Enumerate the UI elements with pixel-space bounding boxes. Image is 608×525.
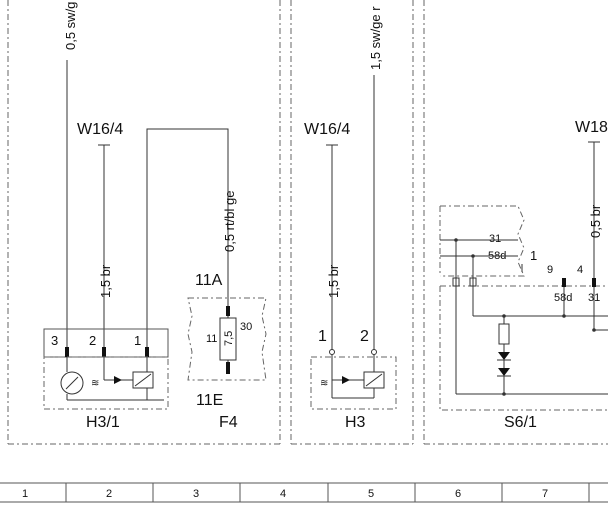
section-borders <box>7 0 608 445</box>
s61-terminal-1: 1 <box>530 248 537 263</box>
led-icon-1 <box>498 352 510 360</box>
f4-terminal-bottom: 11E <box>196 392 223 409</box>
wire-label-br-h31: 1,5 br <box>98 264 113 298</box>
wire-label-top-left: 0,5 sw/g <box>63 2 78 50</box>
relay-coil-icon <box>132 371 154 389</box>
s61-terminal-4: 4 <box>577 264 583 276</box>
f4-terminal-top: 11A <box>195 272 223 289</box>
component-label-s61: S6/1 <box>504 414 537 431</box>
h3-section: W16/4 1,5 br 1,5 sw/ge r 1 2 ≋ H3 <box>304 6 397 431</box>
wire-label-rtbl-f4: 0,5 rt/bl ge <box>222 191 237 252</box>
h31-pin-3: 3 <box>51 333 58 348</box>
ruler-cell-7: 7 <box>542 488 548 500</box>
ruler-cell-2: 2 <box>106 488 112 500</box>
motor-icon <box>60 371 84 395</box>
bottom-ruler: 1 2 3 4 5 6 7 <box>0 482 608 503</box>
pressure-icon-h3: ≋ <box>320 378 328 389</box>
component-label-h3: H3 <box>345 414 366 431</box>
s61-terminal-9: 9 <box>547 264 553 276</box>
ground-label-w16-mid: W16/4 <box>304 121 350 138</box>
f4-section: 0,5 rt/bl ge 11A 11 7,5 30 11E F4 <box>187 157 267 431</box>
ruler-cell-1: 1 <box>22 488 28 500</box>
wire-label-br-h3: 1,5 br <box>326 264 341 298</box>
ruler-cell-6: 6 <box>455 488 461 500</box>
s61-terminal-31: 31 <box>489 233 501 245</box>
f4-fuse-value: 7,5 <box>223 331 235 346</box>
resistor-icon <box>498 323 510 345</box>
led-icon-2 <box>498 368 510 376</box>
s61-section: W18 0,5 br 31 58d 1 9 4 58d 31 <box>439 119 608 431</box>
h3-pin-2: 2 <box>360 328 369 345</box>
ruler-cell-5: 5 <box>368 488 374 500</box>
ruler-cell-4: 4 <box>280 488 286 500</box>
h31-pin-2: 2 <box>89 333 96 348</box>
ruler-cell-3: 3 <box>193 488 199 500</box>
component-label-h31: H3/1 <box>86 414 120 431</box>
f4-terminal-left: 11 <box>206 333 217 345</box>
s61-terminal-58d-b: 58d <box>554 292 572 304</box>
h31-section: 0,5 sw/g W16/4 1,5 br 3 2 1 ≋ H3/1 <box>43 2 229 431</box>
h3-pin-1: 1 <box>318 328 327 345</box>
ground-label-w16-left: W16/4 <box>77 121 123 138</box>
pressure-icon: ≋ <box>91 378 99 389</box>
f4-terminal-right: 30 <box>240 321 252 333</box>
ground-label-w18-right: W18 <box>575 119 608 136</box>
wire-label-sw-right: 0,5 br <box>588 204 603 238</box>
component-label-f4: F4 <box>219 414 238 431</box>
wire-label-swge-h3: 1,5 sw/ge r <box>368 6 383 70</box>
h31-pin-1: 1 <box>134 333 141 348</box>
